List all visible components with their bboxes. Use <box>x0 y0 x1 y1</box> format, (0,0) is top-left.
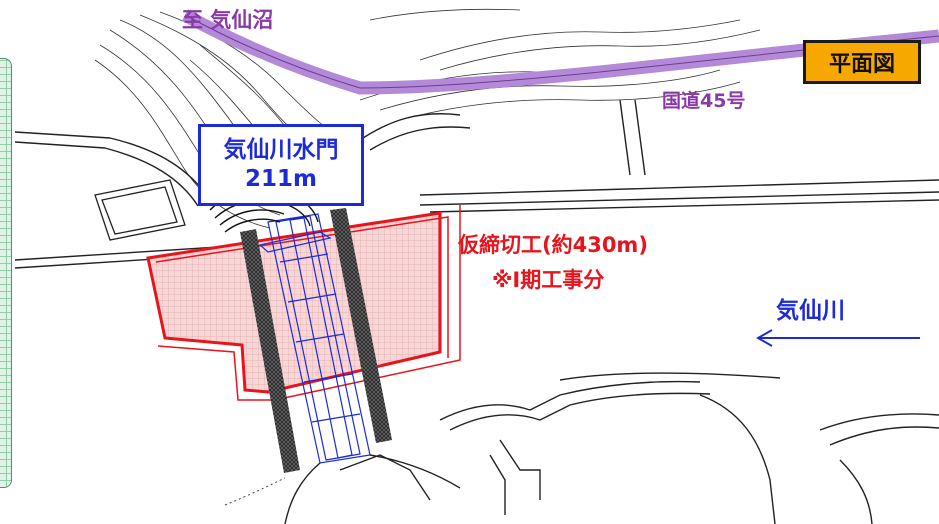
river-label: 気仙川 <box>776 298 845 324</box>
map-title: 平面図 <box>803 40 921 84</box>
destination-label: 至 気仙沼 <box>182 8 274 32</box>
gate-wall-right <box>330 208 392 443</box>
port-structures <box>284 372 939 524</box>
floodgate-name: 気仙川水門 <box>223 137 339 164</box>
floodgate-length: 211m <box>245 166 317 192</box>
cofferdam-phase-note: ※Ⅰ期工事分 <box>492 268 605 292</box>
side-panel-tab[interactable] <box>0 58 12 488</box>
flow-arrow <box>755 329 920 347</box>
floodgate-callout: 気仙川水門 211m <box>198 124 364 206</box>
gate-wall-left <box>240 229 300 473</box>
pond-structure <box>94 179 186 241</box>
gate-piers <box>258 213 371 464</box>
cofferdam-label: 仮締切工(約430m) <box>458 233 648 257</box>
road-national-route <box>181 9 939 95</box>
route-label: 国道45号 <box>662 90 746 112</box>
